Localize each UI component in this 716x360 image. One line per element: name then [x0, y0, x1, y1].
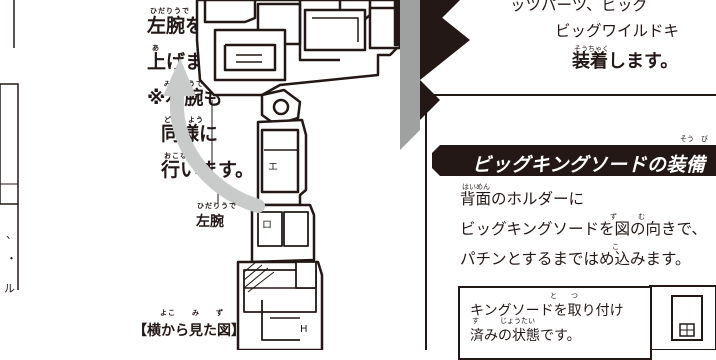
motion-arrow-head	[163, 58, 196, 96]
panel-gray-bar	[400, 0, 420, 150]
svg-text:エ: エ	[268, 162, 278, 173]
arm-label-ruby: ひだりうで	[197, 202, 237, 210]
right-text-line-1: ッツパーツ、ビッグ	[510, 0, 648, 14]
section-box	[425, 94, 716, 350]
right-panel-frame	[400, 0, 716, 350]
section-line2-ruby: ず む	[610, 213, 645, 221]
section-banner-bg	[432, 145, 716, 176]
svg-text:H: H	[300, 324, 308, 335]
svg-text:・: ・	[6, 252, 17, 265]
left-edge-fragment: 、 ・ ル	[0, 0, 20, 350]
ruby-line1: ひだりうで まえ	[150, 7, 222, 15]
note-line1-ruby: と つ	[550, 292, 578, 300]
left-edge-lines: 、 ・ ル	[0, 0, 19, 295]
section-line-3: パチンとするまではめ込みます。	[460, 250, 691, 268]
right-text-line-2: ビッグワイルドキ	[555, 22, 680, 40]
caption-ruby: よこ み ず	[160, 309, 224, 317]
banner-ruby: そう び	[680, 135, 708, 143]
robot-side-illustration: エ ロ H	[163, 0, 407, 350]
section-banner-title: ビッグキングソードの装備	[472, 154, 706, 176]
note-line-1: キングソードを取り付け	[470, 303, 624, 319]
note-line-2: 済みの状態です。	[470, 328, 581, 344]
ruby-line2: あ	[152, 44, 160, 52]
section-line3-ruby: こ	[612, 243, 619, 251]
ruby-line5: おこな	[164, 152, 188, 160]
figure-caption: 【横から見た図】	[133, 323, 245, 339]
svg-text:ル: ル	[4, 282, 15, 295]
section-line1-ruby: はいめん	[462, 183, 490, 191]
section-line-1: 背面のホルダーに	[460, 190, 585, 208]
section-line-2: ビッグキングソードを図の向きで、	[460, 220, 707, 238]
right-text-line-3: 装着します。	[572, 51, 679, 72]
svg-text:、: 、	[6, 228, 17, 241]
panel-arrow-shadow	[420, 0, 470, 80]
svg-text:ロ: ロ	[262, 220, 272, 231]
note-line2-ruby: す じょうたい	[472, 317, 535, 325]
right-ruby-line-3: そうちゃく	[574, 45, 609, 53]
arm-label: 左腕	[196, 214, 224, 230]
